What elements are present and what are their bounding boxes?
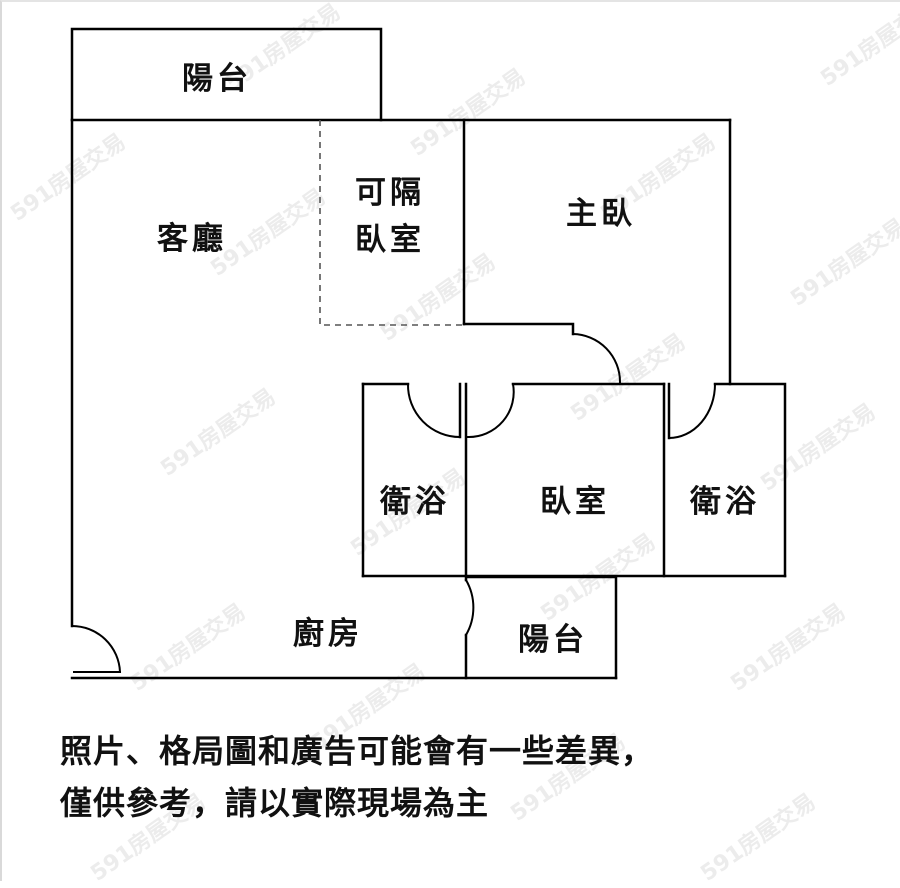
- room-label-balcony-top: 陽台: [182, 61, 252, 97]
- dashed-partition: [319, 120, 464, 326]
- entry-door-arc: [70, 624, 122, 674]
- bath-right-door-arc: [667, 382, 717, 440]
- balcony-door-arc: [464, 578, 475, 637]
- wall-bath-right-top: [713, 382, 787, 578]
- room-label-balcony-bottom: 陽台: [518, 622, 588, 658]
- room-label-bathroom-left: 衛浴: [380, 484, 450, 520]
- master-door-arc: [571, 332, 622, 384]
- wall-master-bottom: [462, 322, 575, 336]
- disclaimer-line-1: 照片、格局圖和廣告可能會有一些差異，: [60, 732, 655, 770]
- room-label-living-room: 客廳: [157, 221, 227, 257]
- disclaimer-line-2: 僅供參考，請以實際現場為主: [60, 784, 490, 822]
- room-label-convertible-line2: 臥室: [355, 222, 425, 258]
- room-label-convertible-line1: 可隔: [355, 175, 425, 211]
- room-label-master-bedroom: 主臥: [566, 196, 636, 232]
- room-label-bedroom: 臥室: [540, 484, 610, 520]
- room-label-bathroom-right: 衛浴: [690, 484, 760, 520]
- bedroom-door-arc: [466, 382, 515, 439]
- wall-balcony-top: [70, 27, 383, 122]
- bath-left-door-arc: [406, 382, 462, 439]
- room-label-kitchen: 廚房: [293, 616, 363, 652]
